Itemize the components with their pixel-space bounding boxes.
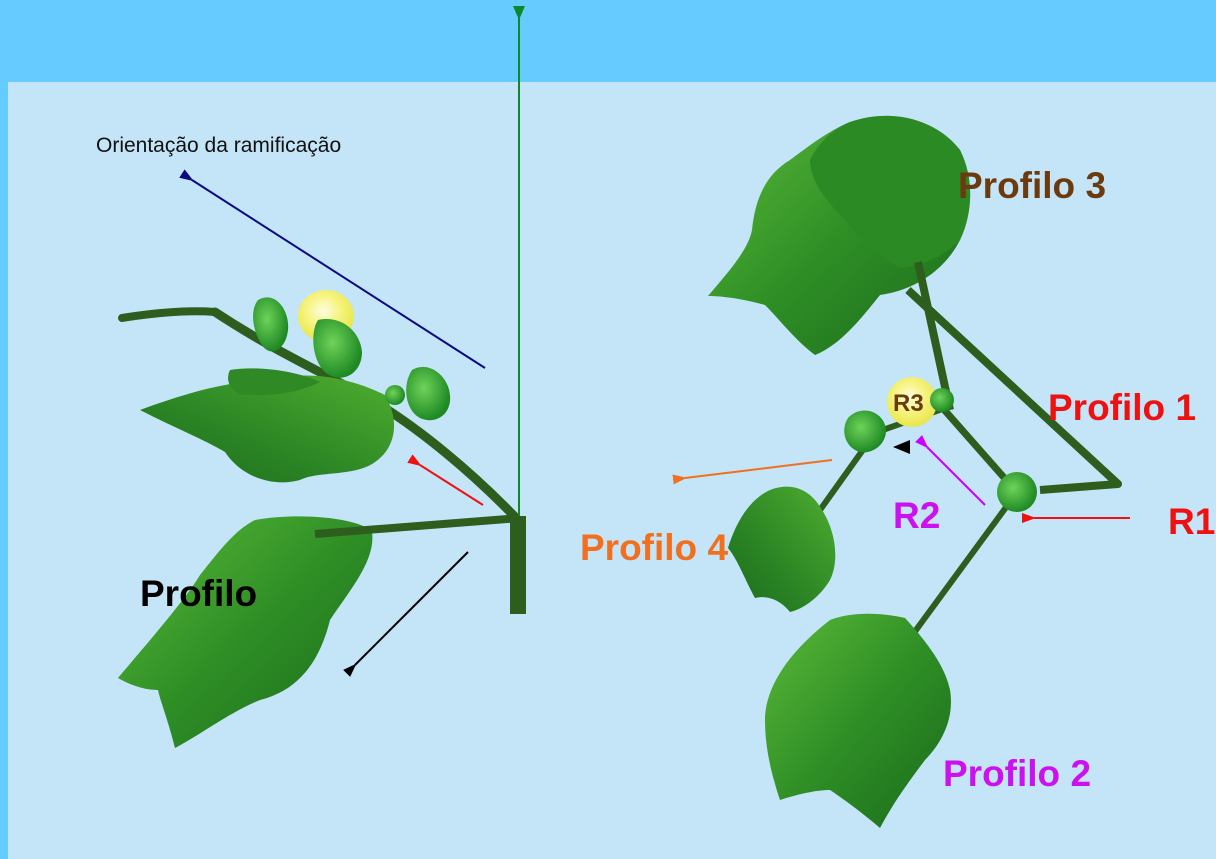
right-plant [708, 115, 1122, 828]
left-top-twig [118, 307, 219, 322]
right-mid-leaf [728, 486, 836, 612]
orientation-arrow [179, 169, 486, 369]
right-bud-r3 [930, 388, 954, 412]
right-black-arrowhead [893, 440, 910, 454]
right-stem-top [914, 261, 954, 411]
right-top-leaf-fold [810, 115, 971, 268]
right-stem-low [902, 493, 1018, 647]
left-lower-leaf [118, 516, 373, 748]
left-upper-leaf [228, 368, 320, 396]
background-panel [8, 82, 1216, 859]
left-bud-3 [406, 366, 451, 421]
right-flower [887, 377, 937, 427]
right-bud-left [844, 410, 886, 453]
right-bud-r1 [997, 472, 1037, 512]
right-stem-diag [905, 287, 1122, 494]
r3-label: R3 [893, 390, 924, 417]
profilo-3-label: Profilo 3 [958, 165, 1106, 206]
left-black-arrow [342, 551, 469, 678]
right-stem-mid [937, 402, 1018, 493]
profilo-1-label: Profilo 1 [1048, 387, 1196, 428]
r1-label: R1 [1168, 501, 1215, 542]
left-middle-leaf [140, 375, 395, 483]
orange-arrow [672, 459, 833, 485]
r2-label: R2 [893, 495, 940, 536]
profilo-4-label: Profilo 4 [580, 527, 728, 568]
left-petiole [314, 514, 521, 538]
left-plant [118, 290, 526, 748]
left-bud-2 [313, 319, 362, 378]
right-bottom-leaf [765, 613, 951, 828]
left-bud-4 [385, 385, 405, 405]
purple-arrow [914, 434, 986, 506]
left-bud-1 [253, 297, 289, 352]
profilo-label: Profilo [140, 573, 257, 614]
left-main-stem [510, 516, 526, 614]
orientation-label: Orientação da ramificação [96, 134, 341, 157]
left-red-arrow [407, 454, 484, 506]
profilo-2-label: Profilo 2 [943, 753, 1091, 794]
